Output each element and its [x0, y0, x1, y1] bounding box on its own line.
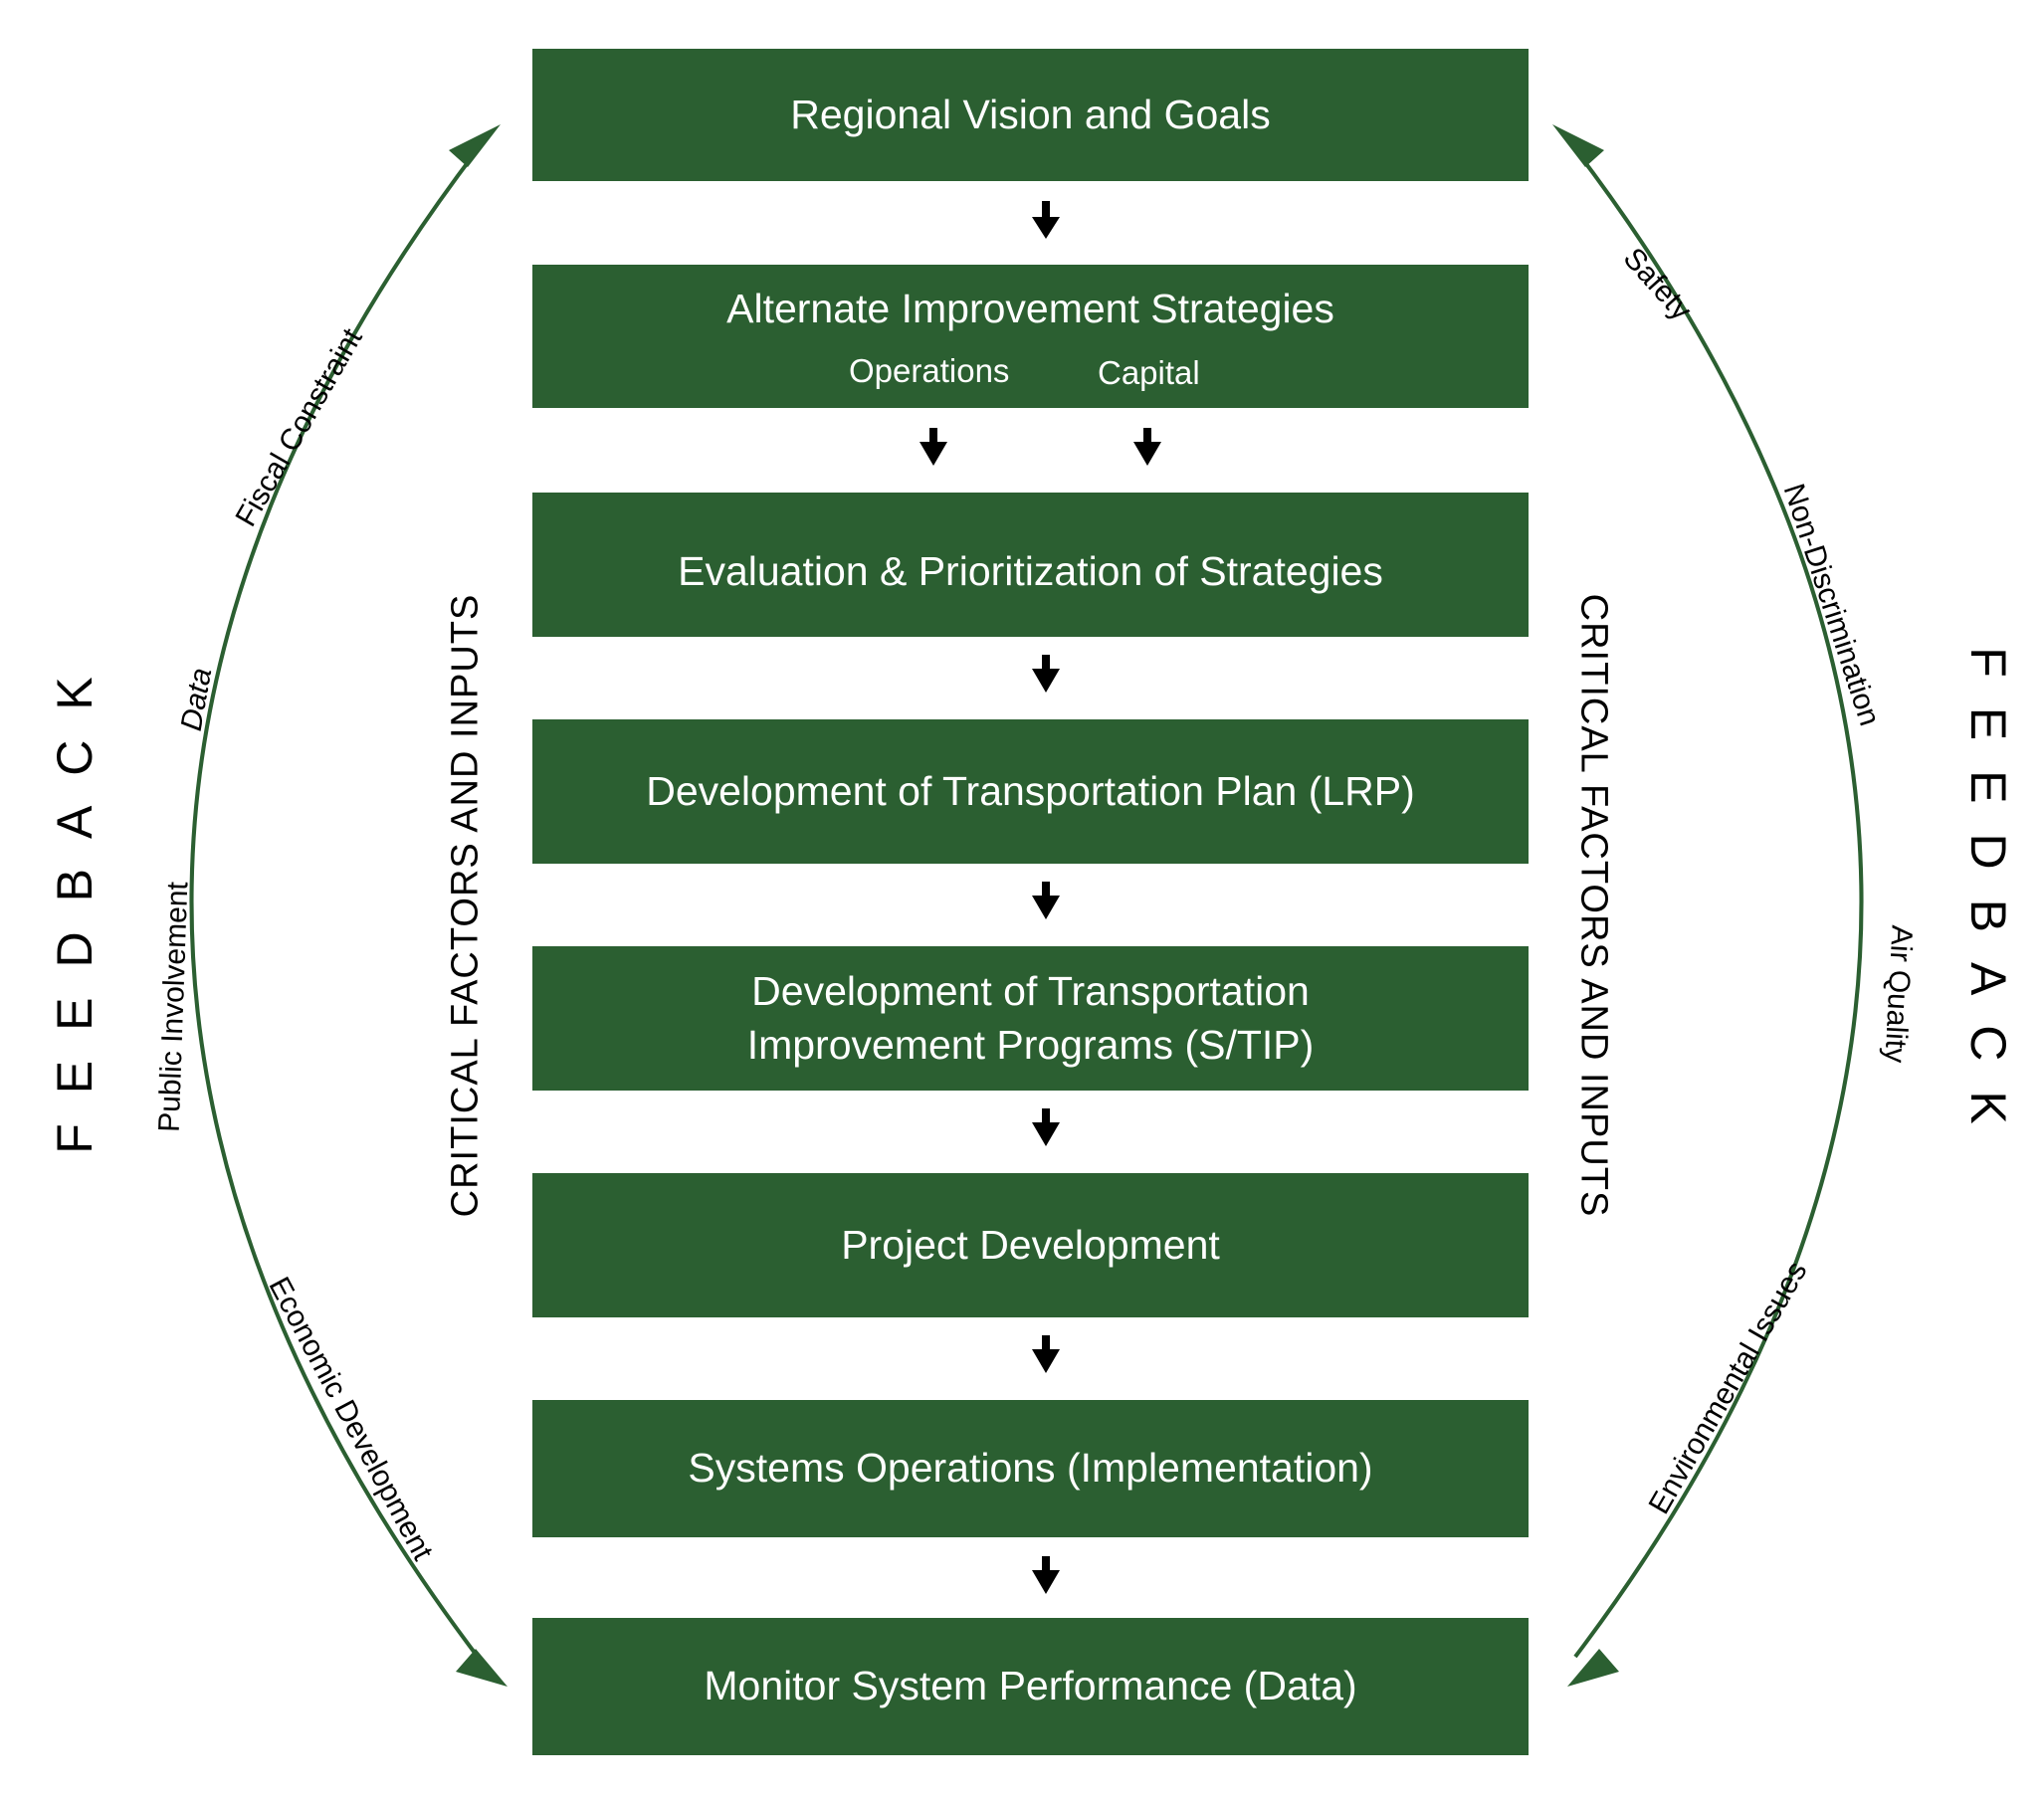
- feedback-label-right: FEEDBACK: [1960, 647, 2016, 1154]
- down-arrow: [1032, 882, 1060, 919]
- down-arrow-capital: [1133, 428, 1161, 466]
- box-label: Regional Vision and Goals: [790, 91, 1271, 137]
- box-systems-operations: Systems Operations (Implementation): [532, 1400, 1529, 1537]
- box-label: Alternate Improvement Strategies: [726, 286, 1334, 331]
- down-arrow: [1032, 1335, 1060, 1373]
- box-evaluation: Evaluation & Prioritization of Strategie…: [532, 493, 1529, 637]
- down-arrow: [1032, 1108, 1060, 1146]
- box-regional-vision: Regional Vision and Goals: [532, 49, 1529, 181]
- box-improvement-programs: Development of Transportation Improvemen…: [532, 946, 1529, 1091]
- box-label: Project Development: [841, 1221, 1220, 1268]
- box-label: Systems Operations (Implementation): [688, 1445, 1373, 1492]
- box-label: Development of Transportation Plan (LRP): [646, 767, 1415, 814]
- right-feedback-arc: [1573, 147, 1864, 1659]
- sub-label-operations: Operations: [849, 352, 1010, 389]
- down-arrow: [1032, 1556, 1060, 1594]
- down-arrow: [1032, 655, 1060, 693]
- box-label-line-1: Development of Transportation: [751, 968, 1310, 1015]
- box-label: Monitor System Performance (Data): [704, 1663, 1357, 1709]
- box-label-line-2: Improvement Programs (S/TIP): [746, 1021, 1315, 1068]
- sub-label-capital: Capital: [1098, 354, 1200, 391]
- critical-factors-left: CRITICAL FACTORS AND INPUTS: [444, 593, 487, 1218]
- left-arc-top-arrowhead: [449, 124, 501, 167]
- feedback-label-left: FEEDBACK: [47, 647, 102, 1154]
- right-arc-top-arrowhead: [1552, 124, 1604, 167]
- left-feedback-arc: [189, 147, 480, 1659]
- box-project-development: Project Development: [532, 1173, 1529, 1317]
- down-arrow: [1032, 201, 1060, 239]
- right-arc-bottom-arrowhead: [1567, 1649, 1619, 1687]
- box-alternate-strategies: Alternate Improvement Strategies Operati…: [532, 265, 1529, 408]
- factor-air-quality: Air Quality: [1878, 924, 1919, 1064]
- box-monitor-performance: Monitor System Performance (Data): [532, 1618, 1529, 1755]
- down-arrow-operations: [920, 428, 947, 466]
- box-label: Evaluation & Prioritization of Strategie…: [678, 547, 1383, 594]
- critical-factors-right: CRITICAL FACTORS AND INPUTS: [1572, 593, 1615, 1218]
- left-arc-bottom-arrowhead: [456, 1649, 508, 1687]
- box-transportation-plan: Development of Transportation Plan (LRP): [532, 719, 1529, 864]
